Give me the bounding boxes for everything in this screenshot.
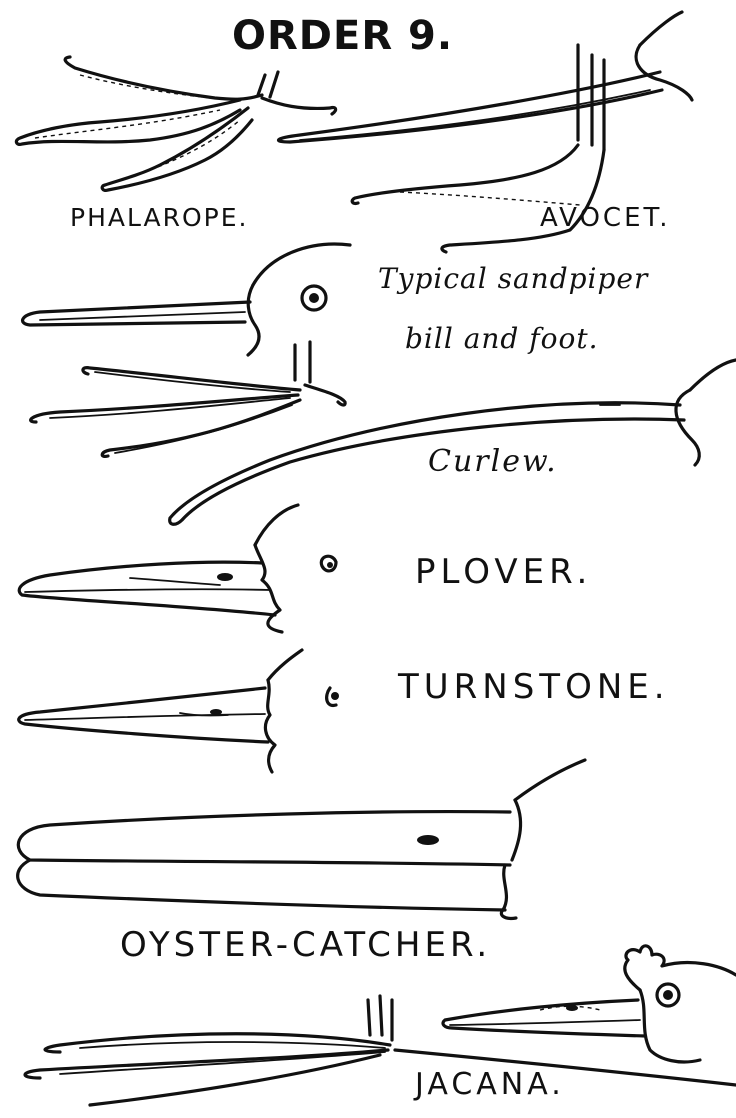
phalarope-label: PHALAROPE. — [70, 205, 248, 230]
phalarope-foot-drawing — [16, 57, 335, 190]
plate-title: ORDER 9. — [232, 16, 453, 56]
jacana-drawing — [25, 946, 736, 1105]
sandpiper-label-line1: Typical sandpiper — [378, 265, 648, 293]
sandpiper-label-line2: bill and foot. — [405, 325, 598, 353]
jacana-label: JACANA. — [415, 1070, 565, 1100]
sandpiper-foot-drawing — [31, 342, 346, 456]
oystercatcher-drawing — [18, 760, 585, 918]
turnstone-drawing — [19, 650, 339, 772]
curlew-label: Curlew. — [428, 447, 558, 477]
sandpiper-head-drawing — [23, 244, 350, 355]
plover-label: PLOVER. — [415, 555, 592, 589]
oystercatcher-label: OYSTER-CATCHER. — [120, 928, 491, 962]
turnstone-label: TURNSTONE. — [398, 670, 670, 704]
avocet-label: AVOCET. — [540, 205, 671, 231]
